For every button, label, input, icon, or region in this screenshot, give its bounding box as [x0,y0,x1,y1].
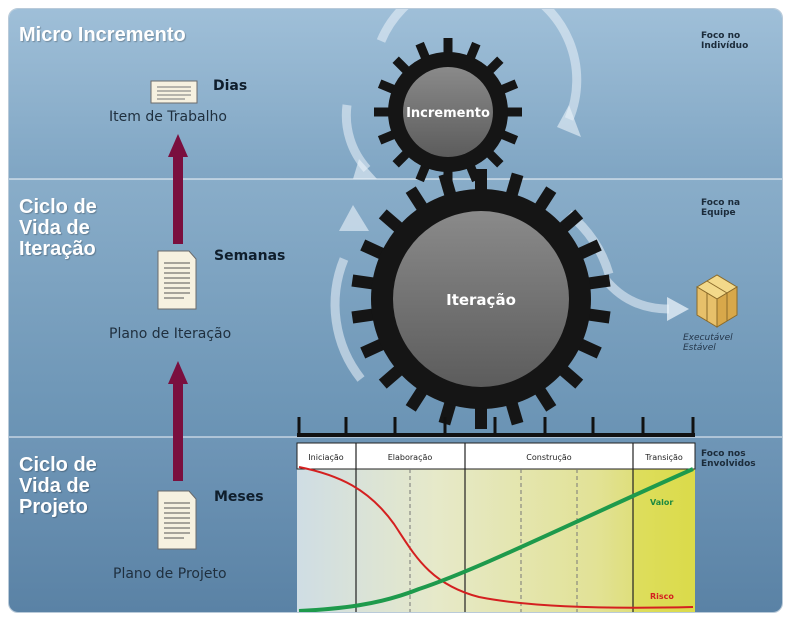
circular-arrow-icon [667,297,689,321]
focus-team-label: Foco na Equipe [701,198,741,218]
up-arrow-icon [168,134,188,244]
project-plan-label: Plano de Projeto [113,566,227,582]
box-icon [696,274,738,328]
timeline-ticks [297,417,695,437]
increment-gear-icon [374,38,522,186]
up-arrow-icon [168,361,188,481]
document-icon [150,80,198,104]
project-plan-document-icon [157,490,197,550]
rup-lifecycle-diagram: Micro Incremento Ciclo de Vida de Iteraç… [8,8,783,613]
iteration-gridlines [409,469,578,612]
risk-curve [298,466,694,609]
band-divider [9,178,782,180]
iteration-plan-label: Plano de Iteração [109,326,232,342]
iteration-plan-document-icon [157,250,197,310]
circular-arrow-icon [339,205,369,231]
project-lifecycle-title: Ciclo de Vida de Projeto [19,454,97,518]
risk-label: Risco [650,592,674,601]
focus-stakeholders-label: Foco nos Envolvidos [701,449,756,469]
stable-executable-label: Executável Estável [683,333,733,353]
weeks-label: Semanas [214,248,286,264]
diagram-graphics: Incremento Iteração [150,9,738,612]
gear-tooth [443,38,453,58]
phase-chart: Iniciação Elaboração Construção Transiçã… [296,417,696,612]
focus-individual-label: Foco no Indivíduo [701,31,749,51]
iteration-lifecycle-title: Ciclo de Vida de Iteração [19,196,97,260]
phase-inception: Iniciação [308,453,343,462]
circular-arrow-icon [353,159,377,179]
months-label: Meses [214,489,264,505]
increment-gear-label: Incremento [406,106,490,121]
phase-elaboration: Elaboração [388,453,433,462]
phase-chart-background [297,443,695,612]
value-curve [298,467,694,612]
phase-transition: Transição [644,453,683,462]
phase-construction: Construção [526,453,572,462]
circular-arrow-icon [557,105,581,137]
iteration-gear-label: Iteração [446,291,516,309]
work-item-label: Item de Trabalho [109,109,227,125]
phase-header-row [296,442,696,470]
micro-increment-title: Micro Incremento [19,24,186,46]
value-label: Valor [650,498,673,507]
days-label: Dias [213,78,248,94]
iteration-gear-icon [351,169,611,429]
phase-dividers [355,443,634,612]
